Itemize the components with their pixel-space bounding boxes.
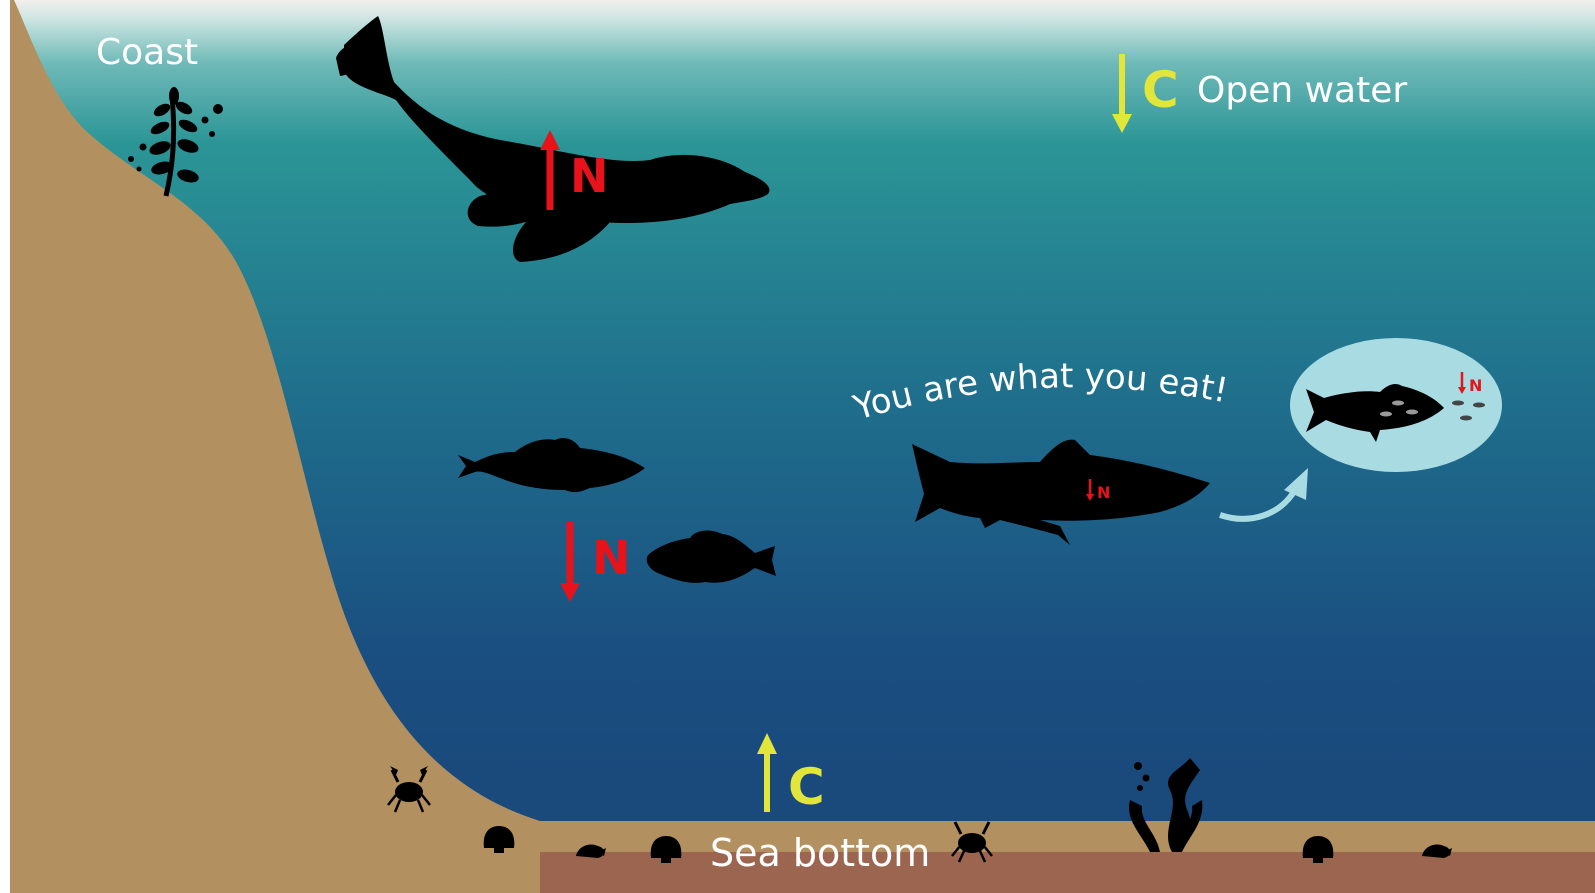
inset-nitrogen-label: N: [1469, 376, 1482, 395]
left-margin: [0, 0, 10, 893]
sea-bottom-label: Sea bottom: [710, 831, 930, 875]
salmon-nitrogen-label: N: [1097, 483, 1110, 502]
coast-label: Coast: [96, 32, 198, 73]
seal-nitrogen-label: N: [570, 149, 609, 203]
bottom-fish-nitrogen-label: N: [592, 531, 631, 585]
sea-bottom-carbon-label: C: [788, 758, 825, 816]
open-water-label: Open water: [1197, 70, 1407, 111]
open-water-carbon-label: C: [1142, 61, 1179, 119]
